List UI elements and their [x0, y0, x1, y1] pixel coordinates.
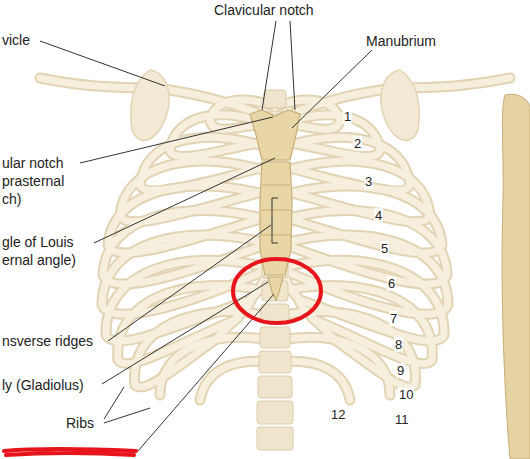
- part-label: nsverse ridges: [2, 332, 93, 350]
- callout-number: 4: [374, 208, 383, 223]
- callout-number: 1: [343, 109, 352, 124]
- sternum: [250, 110, 300, 300]
- highlight-circle: [233, 259, 321, 323]
- part-label: ly (Gladiolus): [2, 376, 84, 394]
- callout-number: 10: [398, 387, 414, 402]
- callout-number: 2: [353, 136, 362, 151]
- part-label: Ribs: [66, 414, 94, 432]
- sternum-lateral-view: [502, 94, 530, 459]
- callout-number: 8: [394, 337, 403, 352]
- part-label: gle of Louis ernal angle): [2, 233, 94, 269]
- transverse-ridges: [261, 185, 291, 258]
- callout-number: 6: [387, 276, 396, 291]
- right-ribs: [280, 70, 510, 400]
- left-ribs: [40, 70, 270, 400]
- part-label: Manubrium: [366, 32, 436, 50]
- callout-number: 12: [330, 407, 346, 422]
- leader-lines: [40, 21, 372, 451]
- callout-number: 11: [394, 412, 410, 427]
- part-label: ular notch prasternal ch): [2, 154, 82, 208]
- part-label: Clavicular notch: [214, 1, 314, 19]
- callout-number: 7: [389, 311, 398, 326]
- callout-number: 5: [380, 241, 389, 256]
- redaction-scribble: [4, 449, 136, 455]
- callout-number: 3: [364, 174, 373, 189]
- callout-number: 9: [396, 363, 405, 378]
- part-label: vicle: [2, 31, 30, 49]
